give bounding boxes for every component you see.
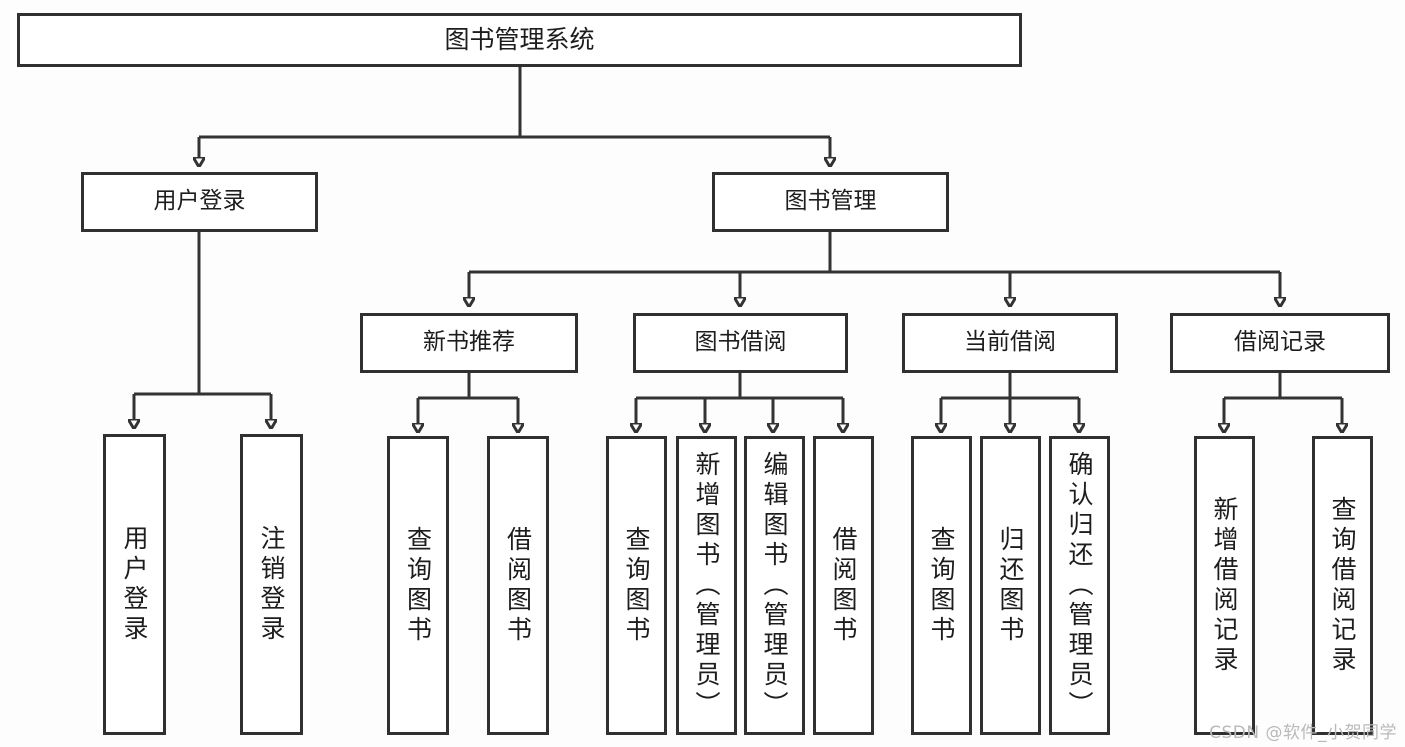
leaf-content: 查询借阅记录	[1315, 439, 1370, 732]
leaf-content: 查询图书	[609, 439, 664, 732]
leaf-current-borrow-confirm-return-admin[interactable]: 确认归还（管理员）	[1049, 436, 1110, 735]
node-label: 编辑图书（管理员）	[760, 450, 789, 721]
node-label: 借阅记录	[1234, 329, 1326, 356]
leaf-current-borrow-return-books[interactable]: 归还图书	[980, 436, 1041, 735]
leaf-book-borrow-query-books[interactable]: 查询图书	[606, 436, 667, 735]
node-label: 查询借阅记录	[1328, 495, 1357, 676]
node-label: 用户登录	[120, 524, 149, 645]
leaf-user-login-login[interactable]: 用户登录	[103, 434, 166, 735]
node-label: 借阅图书	[503, 525, 533, 646]
node-root-book-management-system[interactable]: 图书管理系统	[17, 13, 1022, 67]
leaf-book-borrow-edit-book-admin[interactable]: 编辑图书（管理员）	[744, 436, 805, 735]
node-user-login[interactable]: 用户登录	[81, 172, 318, 232]
node-current-borrowing[interactable]: 当前借阅	[902, 313, 1118, 373]
leaf-new-book-borrow-books[interactable]: 借阅图书	[487, 436, 549, 735]
leaf-user-login-logout[interactable]: 注销登录	[240, 434, 303, 735]
node-label: 用户登录	[153, 188, 246, 215]
leaf-borrow-record-add-record[interactable]: 新增借阅记录	[1194, 436, 1255, 735]
leaf-content: 归还图书	[983, 439, 1038, 732]
leaf-book-borrow-add-book-admin[interactable]: 新增图书（管理员）	[676, 436, 737, 735]
leaf-content: 查询图书	[390, 439, 446, 732]
leaf-content: 用户登录	[106, 437, 163, 732]
leaf-content: 新增借阅记录	[1197, 439, 1252, 732]
csdn-watermark: CSDN @软件_小贺同学	[1209, 723, 1397, 743]
node-label: 图书管理	[784, 188, 877, 215]
node-label: 新增借阅记录	[1210, 495, 1239, 676]
node-new-book-recommendation[interactable]: 新书推荐	[360, 313, 578, 373]
node-label: 注销登录	[257, 524, 286, 645]
node-label: 图书管理系统	[444, 25, 595, 55]
node-book-management[interactable]: 图书管理	[712, 172, 949, 232]
leaf-book-borrow-borrow-books[interactable]: 借阅图书	[813, 436, 874, 735]
node-label: 确认归还（管理员）	[1065, 450, 1094, 721]
node-label: 借阅图书	[829, 525, 858, 646]
node-book-borrowing[interactable]: 图书借阅	[633, 313, 848, 373]
node-label: 归还图书	[996, 525, 1025, 646]
node-label: 新书推荐	[423, 329, 515, 356]
node-label: 图书借阅	[694, 329, 787, 356]
leaf-content: 借阅图书	[490, 439, 546, 732]
leaf-content: 借阅图书	[816, 439, 871, 732]
leaf-content: 注销登录	[243, 437, 300, 732]
node-label: 查询图书	[403, 525, 433, 646]
node-borrowing-records[interactable]: 借阅记录	[1170, 313, 1390, 373]
leaf-new-book-query-books[interactable]: 查询图书	[387, 436, 449, 735]
leaf-content: 新增图书（管理员）	[679, 439, 734, 732]
leaf-content: 确认归还（管理员）	[1052, 439, 1107, 732]
node-label: 查询图书	[927, 525, 956, 646]
leaf-current-borrow-query-books[interactable]: 查询图书	[911, 436, 972, 735]
node-label: 查询图书	[622, 525, 651, 646]
node-label: 新增图书（管理员）	[692, 450, 721, 721]
leaf-content: 查询图书	[914, 439, 969, 732]
node-label: 当前借阅	[964, 329, 1056, 356]
leaf-borrow-record-query-record[interactable]: 查询借阅记录	[1312, 436, 1373, 735]
leaf-content: 编辑图书（管理员）	[747, 439, 802, 732]
